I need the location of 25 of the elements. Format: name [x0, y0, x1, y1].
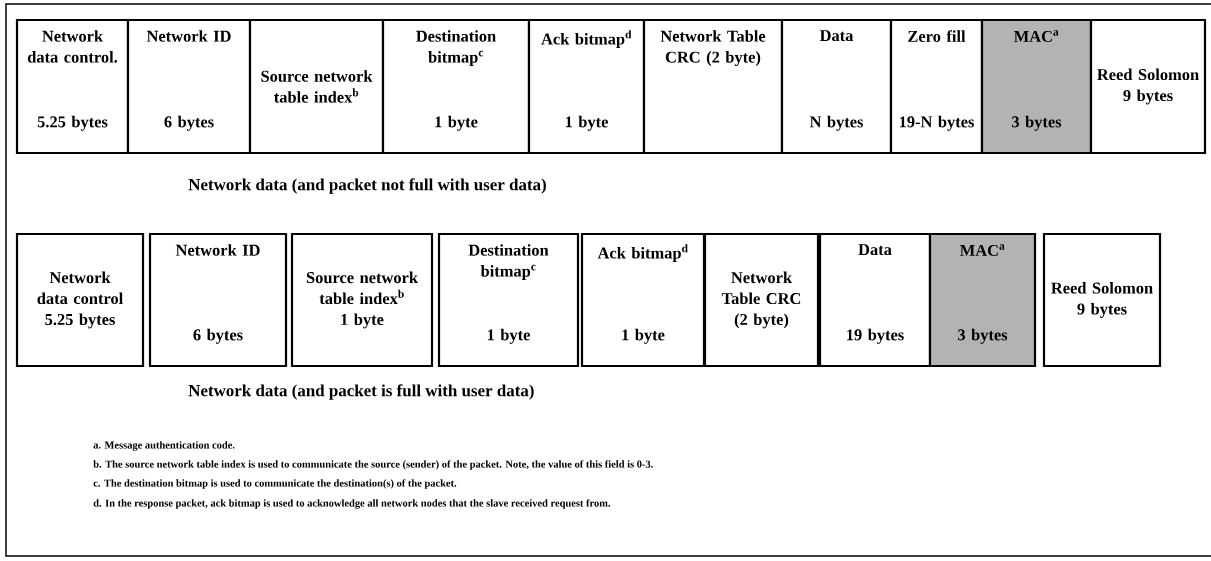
field-box: Zero fill 19-N bytes: [889, 18, 984, 155]
footnote: c. The destination bitmap is used to communicate the destination(s) of the packet.: [93, 479, 457, 489]
field-box: Network data control 5.25 bytes: [15, 232, 145, 368]
footnote: b. The source network table index is used to communicate the source (sender) of the packet. Note, the value of this field is 0-3.: [93, 460, 653, 470]
field-box: MAC$^{a}$ 3 bytes: [928, 232, 1037, 368]
footnote: d. In the response packet, ack bitmap is used to acknowledge all network nodes that the slave received request from.: [93, 499, 611, 509]
field-box: Data N bytes: [780, 18, 893, 155]
field-box: Network ID 6 bytes: [126, 18, 252, 155]
field-box: Ack bitmap$^{d}$ 1 byte: [527, 18, 646, 155]
field-box: Source network table index$^{b}$ 1 byte: [290, 232, 434, 368]
field-box: Ack bitmap$^{d}$ 1 byte: [580, 232, 706, 368]
field-box: Reed Solomon 9 bytes: [1089, 18, 1207, 155]
caption: Network data (and packet is full with user data): [188, 384, 534, 400]
caption: Network data (and packet not full with user data): [188, 178, 546, 194]
field-box: MAC$^{a}$ 3 bytes: [980, 18, 1093, 155]
field-box: Network Table CRC (2 byte): [703, 232, 820, 368]
field-box: Network data control. 5.25 bytes: [15, 18, 130, 155]
field-box: Destination bitmap$^{c}$ 1 byte: [437, 232, 580, 368]
field-box: Network Table CRC (2 byte): [642, 18, 784, 155]
field-box: Network ID 6 bytes: [148, 232, 288, 368]
field-box: Data 19 bytes: [818, 232, 932, 368]
field-box: Source network table index$^{b}$: [248, 18, 385, 155]
field-box: Destination bitmap$^{c}$ 1 byte: [381, 18, 531, 155]
field-box: Reed Solomon 9 bytes: [1042, 232, 1162, 368]
footnote: a. Message authentication code.: [93, 441, 235, 451]
